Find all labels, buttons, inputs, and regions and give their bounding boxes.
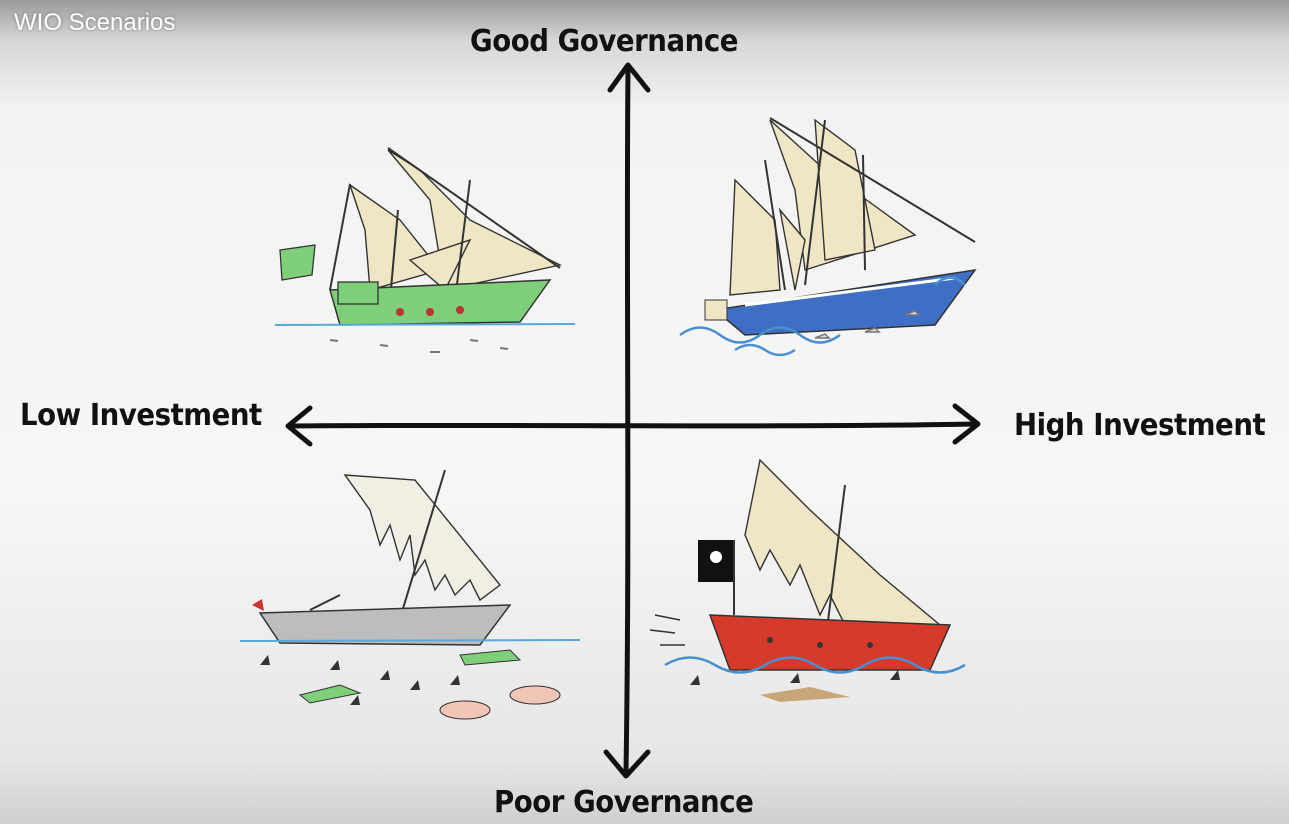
- axis-label-good-governance: Good Governance: [470, 24, 738, 59]
- axis-label-poor-governance: Poor Governance: [494, 785, 754, 820]
- axis-label-low-investment: Low Investment: [20, 398, 262, 433]
- axis-label-high-investment: High Investment: [1014, 408, 1266, 443]
- blue-schooner-illustration: [679, 117, 977, 357]
- red-pirate-ship-illustration: [649, 458, 966, 702]
- green-dhow-illustration: [274, 147, 576, 353]
- grey-wrecked-ship-illustration: [239, 469, 581, 720]
- video-title: WIO Scenarios: [14, 9, 176, 36]
